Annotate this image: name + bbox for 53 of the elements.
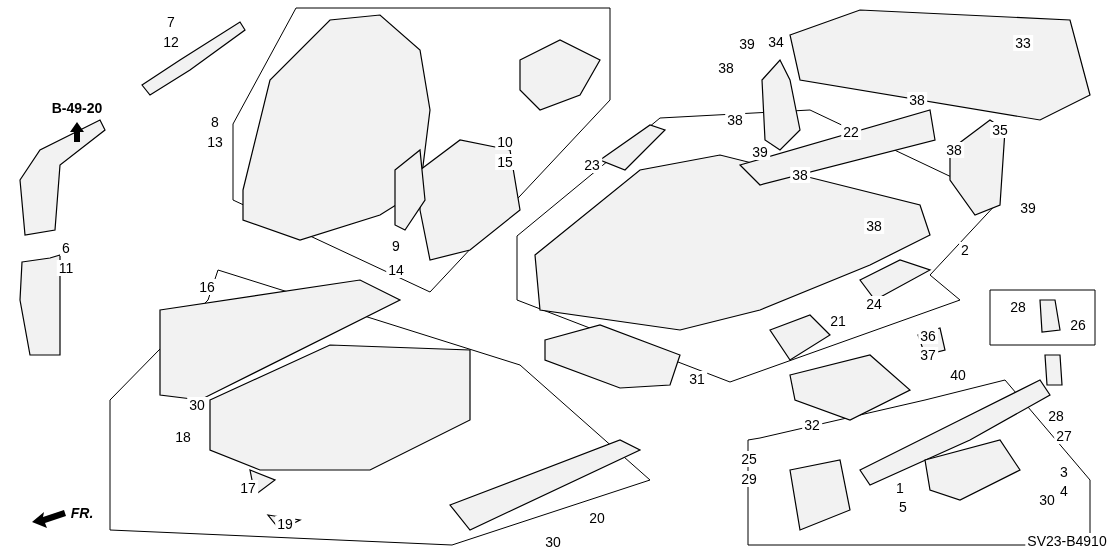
callout-number: 31: [687, 371, 707, 387]
callout-number: 38: [864, 218, 884, 234]
callout-number: 38: [944, 142, 964, 158]
callout-number: 16: [197, 279, 217, 295]
callout-number: 13: [205, 134, 225, 150]
callout-number: 27: [1054, 428, 1074, 444]
callout-number: 28: [1046, 408, 1066, 424]
callout-number: 7: [165, 14, 177, 30]
callout-number: 39: [1018, 200, 1038, 216]
callout-number: 5: [897, 499, 909, 515]
callout-number: 2: [959, 242, 971, 258]
callout-number: 18: [173, 429, 193, 445]
callout-number: 30: [543, 534, 563, 550]
callout-number: 12: [161, 34, 181, 50]
callout-number: 38: [907, 92, 927, 108]
callout-number: 22: [841, 124, 861, 140]
callout-number: 10: [495, 134, 515, 150]
callout-number: 24: [864, 296, 884, 312]
callout-number: 29: [739, 471, 759, 487]
callout-number: 39: [750, 144, 770, 160]
reference-code: B-49-20: [49, 100, 105, 116]
callout-number: 38: [790, 167, 810, 183]
callout-number: 1: [894, 480, 906, 496]
callout-number: 36: [918, 328, 938, 344]
callout-number: 14: [386, 262, 406, 278]
callout-number: 30: [1037, 492, 1057, 508]
callout-number: 8: [209, 114, 221, 130]
callout-number: 26: [1068, 317, 1088, 333]
callout-number: 3: [1058, 464, 1070, 480]
callout-number: 33: [1013, 35, 1033, 51]
callout-number: 25: [739, 451, 759, 467]
callout-number: 23: [582, 157, 602, 173]
callout-number: 30: [187, 397, 207, 413]
callout-number: 28: [1008, 299, 1028, 315]
callout-number: 6: [60, 240, 72, 256]
callout-number: 38: [725, 112, 745, 128]
callout-number: 21: [828, 313, 848, 329]
callout-number: 32: [802, 417, 822, 433]
callout-number: 40: [948, 367, 968, 383]
callout-number: 39: [737, 36, 757, 52]
callout-number: 38: [716, 60, 736, 76]
callout-number: 11: [56, 260, 76, 276]
callout-number: 37: [918, 347, 938, 363]
callout-number: 20: [587, 510, 607, 526]
front-direction-label: FR.: [68, 505, 96, 521]
diagram-code: SV23-B4910: [1025, 533, 1108, 549]
callout-number: 4: [1058, 483, 1070, 499]
callout-number: 17: [238, 480, 258, 496]
callout-number: 35: [990, 122, 1010, 138]
callout-number: 9: [390, 238, 402, 254]
callout-number: 19: [275, 516, 295, 532]
callout-number: 15: [495, 154, 515, 170]
callout-number: 34: [766, 34, 786, 50]
